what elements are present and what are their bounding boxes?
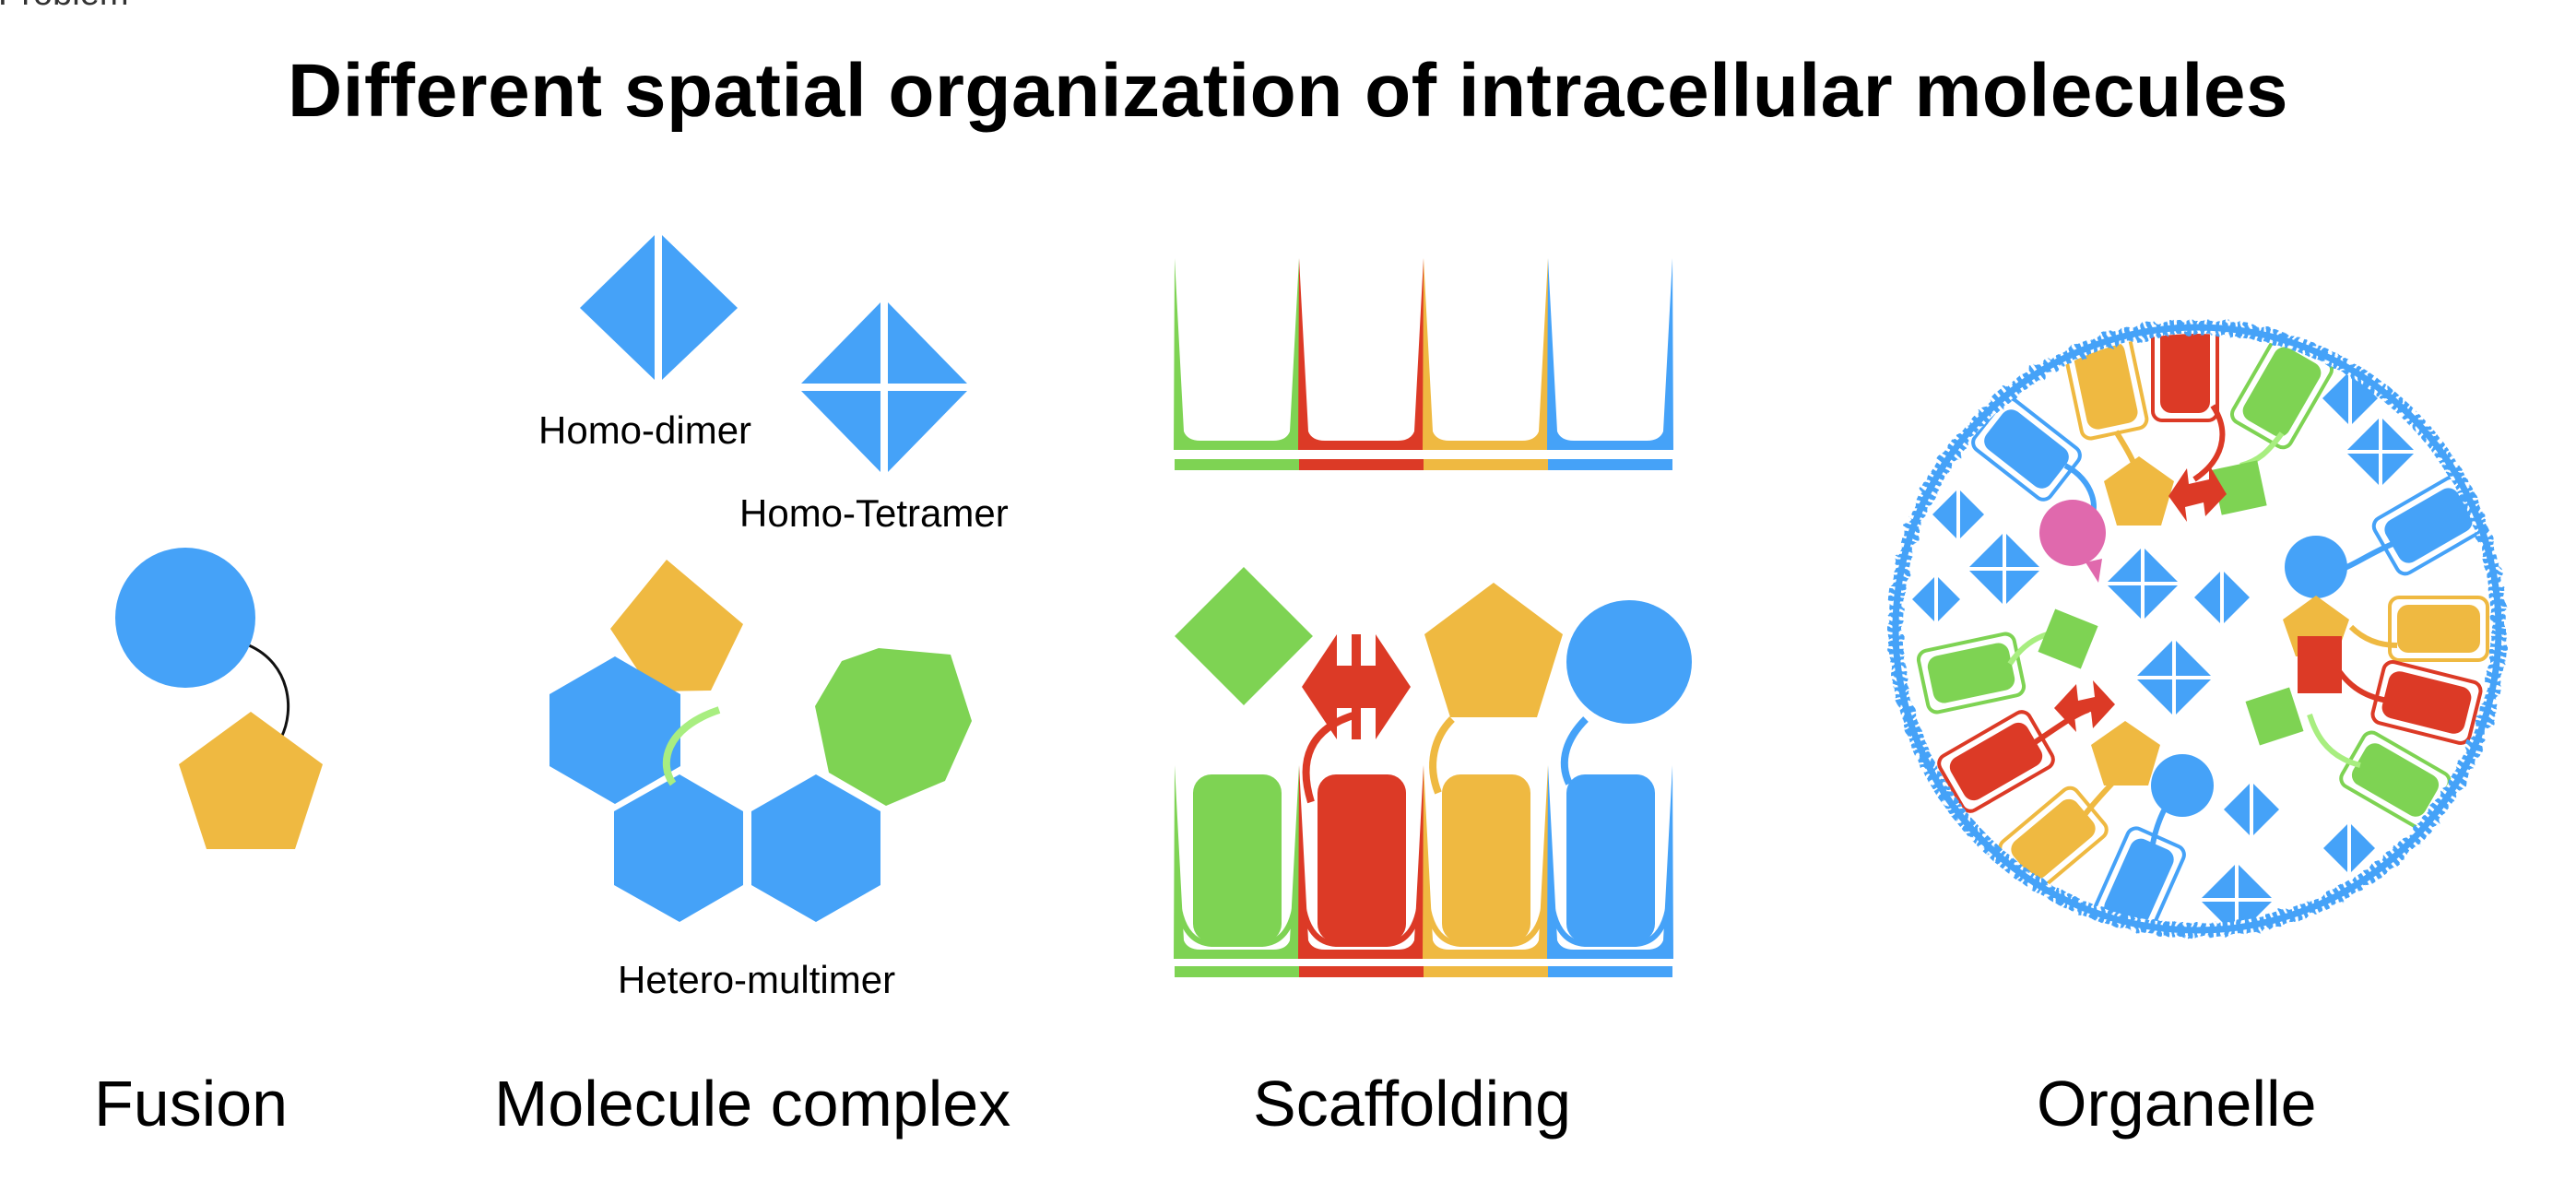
red-block-icon: [2298, 636, 2342, 693]
blue-diamond-tetramer-icon: [2347, 419, 2414, 485]
fusion-group: [115, 548, 323, 849]
pink-circle-icon: [2039, 500, 2106, 566]
scaffold-slot-yellow: [1442, 774, 1530, 942]
yellow-scaffold-unit: [2390, 597, 2487, 660]
yellow-scaffold-unit: [2063, 331, 2148, 441]
section-label-fusion: Fusion: [94, 1071, 288, 1136]
blue-circle-icon: [2151, 754, 2214, 817]
tether-icon: [2194, 406, 2222, 479]
blue-hexagon-icon: [751, 774, 880, 922]
yellow-pentagon-icon: [1424, 583, 1563, 717]
green-scaffold-unit: [1917, 632, 2026, 715]
scaffold-base-red: [1299, 459, 1424, 470]
pink-pointer-icon: [2086, 559, 2102, 583]
scaffold-inner-yellow: [1429, 258, 1542, 426]
homo-dimer-label: Homo-dimer: [538, 411, 751, 450]
complex-group: [549, 235, 972, 922]
scaffold-base-yellow: [1424, 459, 1548, 470]
green-diamond-icon: [2038, 608, 2097, 668]
blue-diamond-dimer-icon: [1912, 577, 1960, 621]
blue-hexagon-icon: [614, 774, 743, 922]
green-diamond-icon: [2245, 687, 2303, 745]
yellow-pentagon-icon: [179, 712, 323, 849]
blue-diamond-dimer-icon: [2194, 572, 2250, 623]
scaffold-base-yellow: [1424, 966, 1548, 977]
green-heptagon-icon: [815, 648, 972, 806]
homo-tetramer-label: Homo-Tetramer: [739, 494, 1009, 533]
scaffold-base-red: [1299, 966, 1424, 977]
blue-circle-icon: [1566, 600, 1692, 724]
scaffold-base-blue: [1548, 459, 1672, 470]
yellow-pentagon-icon: [2091, 721, 2160, 785]
blue-circle-icon: [2285, 536, 2347, 598]
hetero-multimer-icon: [549, 560, 972, 922]
scaffold-slot-green: [1193, 774, 1282, 942]
scaffold-slot-red: [1318, 774, 1406, 942]
green-diamond-icon: [1175, 567, 1313, 705]
blue-diamond-dimer-icon: [2224, 784, 2279, 835]
blue-diamond-tetramer-icon: [1969, 534, 2039, 604]
scaffold-inner-red: [1305, 258, 1418, 426]
scaffold-base-green: [1175, 966, 1299, 977]
blue-diamond-dimer-icon: [1932, 490, 1984, 538]
blue-circle-icon: [115, 548, 255, 688]
scaffold-base-blue: [1548, 966, 1672, 977]
yellow-pentagon-icon: [2104, 456, 2174, 526]
scaffold-slot-blue: [1566, 774, 1655, 942]
scaffold-inner-green: [1180, 258, 1294, 426]
scaffold-inner-blue: [1554, 258, 1667, 426]
section-label-molecule-complex: Molecule complex: [494, 1071, 1010, 1136]
blue-diamond-tetramer-icon: [2108, 549, 2178, 619]
section-label-scaffolding: Scaffolding: [1253, 1071, 1571, 1136]
organelle-group: [1896, 317, 2499, 941]
blue-diamond-dimer-icon: [580, 235, 738, 380]
scaffold-base-green: [1175, 459, 1299, 470]
hetero-multimer-label: Hetero-multimer: [618, 961, 895, 999]
blue-diamond-tetramer-icon: [801, 302, 967, 472]
section-label-organelle: Organelle: [2037, 1071, 2317, 1136]
blue-diamond-dimer-icon: [2323, 824, 2375, 872]
blue-diamond-tetramer-icon: [2137, 641, 2211, 715]
scaffold-empty: [1174, 258, 1673, 470]
red-double-arrow-icon: [1302, 634, 1411, 739]
